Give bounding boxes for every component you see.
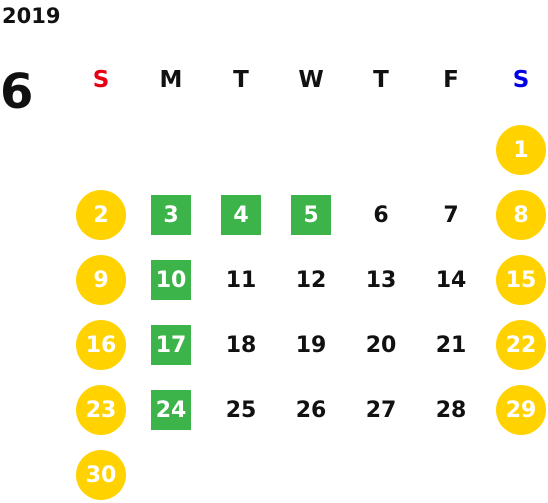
weekend-day-cell: 23 — [75, 384, 127, 436]
day-cell: 26 — [285, 384, 337, 436]
day-number: 23 — [85, 397, 117, 423]
day-number: 28 — [435, 397, 467, 423]
day-number: 16 — [85, 332, 117, 358]
day-cell: 12 — [285, 254, 337, 306]
day-cell: 20 — [355, 319, 407, 371]
day-cell: 7 — [425, 189, 477, 241]
day-number: 13 — [365, 267, 397, 293]
highlighted-day-cell: 17 — [145, 319, 197, 371]
month-number: 6 — [0, 64, 34, 120]
highlighted-day-cell: 3 — [145, 189, 197, 241]
day-number: 9 — [93, 267, 109, 293]
day-number: 3 — [163, 202, 179, 228]
weekend-day-cell: 22 — [495, 319, 547, 371]
day-cell: 28 — [425, 384, 477, 436]
day-number: 21 — [435, 332, 467, 358]
day-number: 8 — [513, 202, 529, 228]
day-number: 18 — [225, 332, 257, 358]
day-number: 4 — [233, 202, 249, 228]
weekday-label: T — [373, 67, 389, 93]
weekend-day-cell: 29 — [495, 384, 547, 436]
year-label: 2019 — [2, 4, 61, 28]
day-cell: 14 — [425, 254, 477, 306]
weekday-label: T — [233, 67, 249, 93]
weekday-label: F — [443, 67, 459, 93]
weekday-label: M — [159, 67, 183, 93]
day-cell: 6 — [355, 189, 407, 241]
weekend-day-cell: 15 — [495, 254, 547, 306]
day-number: 7 — [443, 202, 459, 228]
day-number: 15 — [505, 267, 537, 293]
day-number: 2 — [93, 202, 109, 228]
day-cell: 25 — [215, 384, 267, 436]
day-number: 5 — [303, 202, 319, 228]
highlighted-day-cell: 4 — [215, 189, 267, 241]
day-cell: 27 — [355, 384, 407, 436]
day-number: 20 — [365, 332, 397, 358]
day-number: 24 — [155, 397, 187, 423]
day-number: 29 — [505, 397, 537, 423]
day-number: 19 — [295, 332, 327, 358]
day-cell: 19 — [285, 319, 337, 371]
day-number: 26 — [295, 397, 327, 423]
day-cell: 21 — [425, 319, 477, 371]
weekend-day-cell: 16 — [75, 319, 127, 371]
day-cell: 13 — [355, 254, 407, 306]
weekend-day-cell: 9 — [75, 254, 127, 306]
day-number: 27 — [365, 397, 397, 423]
day-number: 11 — [225, 267, 257, 293]
highlighted-day-cell: 10 — [145, 254, 197, 306]
day-number: 30 — [85, 462, 117, 488]
day-number: 25 — [225, 397, 257, 423]
day-number: 14 — [435, 267, 467, 293]
weekday-label: W — [298, 67, 324, 93]
day-cell: 18 — [215, 319, 267, 371]
highlighted-day-cell: 5 — [285, 189, 337, 241]
weekend-day-cell: 8 — [495, 189, 547, 241]
day-number: 1 — [513, 137, 529, 163]
weekend-day-cell: 1 — [495, 124, 547, 176]
day-number: 6 — [373, 202, 389, 228]
day-cell: 11 — [215, 254, 267, 306]
day-number: 10 — [155, 267, 187, 293]
day-number: 17 — [155, 332, 187, 358]
highlighted-day-cell: 24 — [145, 384, 197, 436]
day-number: 12 — [295, 267, 327, 293]
weekend-day-cell: 30 — [75, 449, 127, 501]
day-number: 22 — [505, 332, 537, 358]
weekday-label: S — [92, 67, 110, 93]
weekday-label: S — [512, 67, 530, 93]
weekend-day-cell: 2 — [75, 189, 127, 241]
